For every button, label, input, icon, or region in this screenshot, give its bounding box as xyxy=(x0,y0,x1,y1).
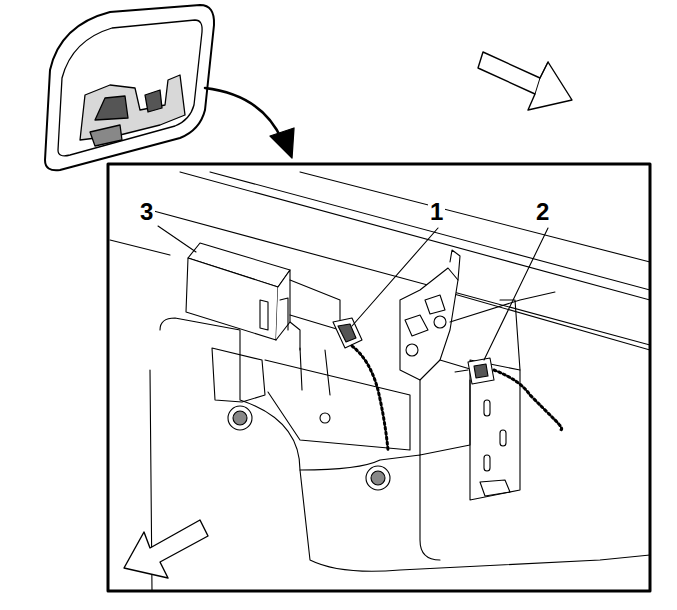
leader-lines xyxy=(158,226,548,360)
callout-number: 3 xyxy=(138,200,155,224)
callout-number: 1 xyxy=(428,200,445,224)
callout-number: 2 xyxy=(534,200,551,224)
